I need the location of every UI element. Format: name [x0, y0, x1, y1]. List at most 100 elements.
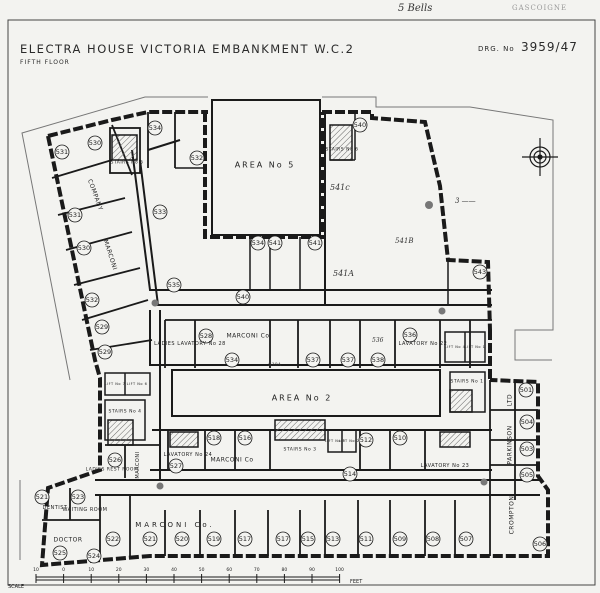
drawing-number: 3959/47	[521, 40, 578, 54]
scale-bar	[35, 574, 341, 583]
ladies-lavatory-28-label: LADIES LAVATORY No 28	[154, 341, 226, 347]
room-512: 512	[360, 436, 372, 444]
note-536: 536	[372, 337, 384, 344]
room-523: 523	[72, 493, 84, 501]
marconi-small-label: MARCONI	[135, 451, 141, 478]
room-536: 536	[404, 331, 416, 339]
room-531a: 531	[56, 148, 68, 156]
room-505: 505	[521, 471, 533, 479]
doctor-label: DOCTOR	[53, 537, 82, 544]
scale-tick-label: 70	[254, 567, 260, 573]
parkinson-label: PARKINSON	[507, 425, 514, 464]
room-numbers: 531 530 534 532 531 533 530 532 535 529 …	[36, 121, 546, 560]
drawing-title: ELECTRA HOUSE VICTORIA EMBANKMENT W.C.2	[20, 42, 355, 56]
scale-tick-label: 50	[199, 567, 205, 573]
lift-4-label: LIFT No 4	[445, 345, 466, 349]
room-541: 541	[269, 239, 281, 247]
room-labels: COMPANY MARCONI MARCONI Co LADIES LAVATO…	[42, 147, 515, 544]
scale-tick-label: 90	[309, 567, 315, 573]
room-522: 522	[107, 535, 119, 543]
room-537b: 537	[342, 356, 354, 364]
floor-label: FIFTH FLOOR	[20, 59, 70, 66]
room-534: 534	[252, 239, 264, 247]
room-543: 543	[474, 268, 486, 276]
room-521: 521	[144, 535, 156, 543]
pencil-dots	[151, 201, 488, 490]
room-528: 528	[200, 332, 212, 340]
dentist-label: DENTIST	[42, 505, 67, 511]
room-534-top: 534	[149, 124, 161, 132]
room-529b: 529	[99, 348, 111, 356]
room-540b: 540	[237, 293, 249, 301]
scale-tick-label: 0	[62, 567, 65, 573]
marconi-co-mid-label: MARCONI Co	[210, 457, 253, 464]
note-541a: 541A	[333, 269, 354, 278]
room-501: 501	[520, 386, 532, 394]
room-510: 510	[394, 434, 406, 442]
room-517: 517	[239, 535, 251, 543]
waiting-room-label: WAITING ROOM	[63, 507, 108, 513]
room-520: 520	[176, 535, 188, 543]
lavatory-24-label: LAVATORY No 24	[164, 452, 213, 458]
room-537: 537	[307, 356, 319, 364]
room-530: 530	[78, 244, 90, 252]
scale-tick-label: 10	[88, 567, 94, 573]
stairs-1-label: STAIRS No 1	[451, 379, 484, 385]
stamp-annotation: GASCOIGNE	[512, 4, 568, 12]
core-blocks	[104, 124, 486, 453]
room-518: 518	[208, 434, 220, 442]
room-526: 526	[109, 456, 121, 464]
room-540: 540	[354, 121, 366, 129]
stairs-3-label: STAIRS No 3	[284, 447, 317, 453]
room-511: 511	[360, 535, 372, 543]
room-538: 538	[372, 356, 384, 364]
room-535: 535	[168, 281, 180, 289]
area-5-courtyard	[211, 99, 321, 236]
ladies-rest-room-label: LADIES REST ROOM	[86, 467, 139, 473]
crompton-label: CROMPTON	[509, 496, 516, 535]
upper-row-partitions	[164, 319, 492, 368]
room-507: 507	[460, 535, 472, 543]
room-number-markers	[34, 117, 548, 564]
room-515: 515	[302, 535, 314, 543]
room-513: 513	[327, 535, 339, 543]
lavatory-22-label: LAVATORY No 22	[399, 341, 448, 347]
room-541b: 541	[309, 239, 321, 247]
lift-2-label: LIFT No 2	[339, 439, 360, 443]
scale-tick-label: 60	[226, 567, 232, 573]
stairs-5-label: STAIRS No 5	[111, 160, 144, 166]
scale-tick-label: 20	[116, 567, 122, 573]
room-525: 525	[54, 549, 66, 557]
lift-3-label: LIFT No 3	[325, 439, 346, 443]
lift-7-label: LIFT No 7	[105, 382, 126, 386]
room-524: 524	[88, 552, 100, 560]
scale-tick-label: 10	[33, 567, 39, 573]
stairs-6-label: STAIRS No 6	[326, 147, 359, 153]
room-521b: 521	[36, 493, 48, 501]
room-532b: 532	[86, 296, 98, 304]
room-533: 533	[154, 208, 166, 216]
room-503: 503	[521, 445, 533, 453]
room-506: 506	[534, 540, 546, 548]
scale-tick-label: 80	[282, 567, 288, 573]
ltd-label: LTD	[507, 394, 514, 406]
note-strike: 3 ——	[455, 197, 476, 205]
area-2-label: AREA No 2	[272, 394, 333, 403]
area-2-courtyard	[171, 369, 441, 417]
bottom-row-partitions	[42, 380, 538, 556]
room-514: 514	[344, 470, 356, 478]
scale-label: SCALE	[8, 584, 24, 590]
lavatory-23-label: LAVATORY No 23	[421, 463, 470, 469]
room-517b: 517	[277, 535, 289, 543]
room-516: 516	[239, 434, 251, 442]
stairs-4-label: STAIRS No 4	[109, 409, 142, 415]
pencil-annotation-top: 5 Bells	[398, 3, 433, 14]
marconi-co-upper-label: MARCONI Co	[226, 333, 269, 340]
area-5-label: AREA No 5	[235, 161, 296, 170]
room-504: 504	[521, 418, 533, 426]
note-530a: 530A	[268, 362, 282, 368]
pencil-notes: 541c 541A 541B 530A 536 3 ——	[268, 183, 476, 368]
